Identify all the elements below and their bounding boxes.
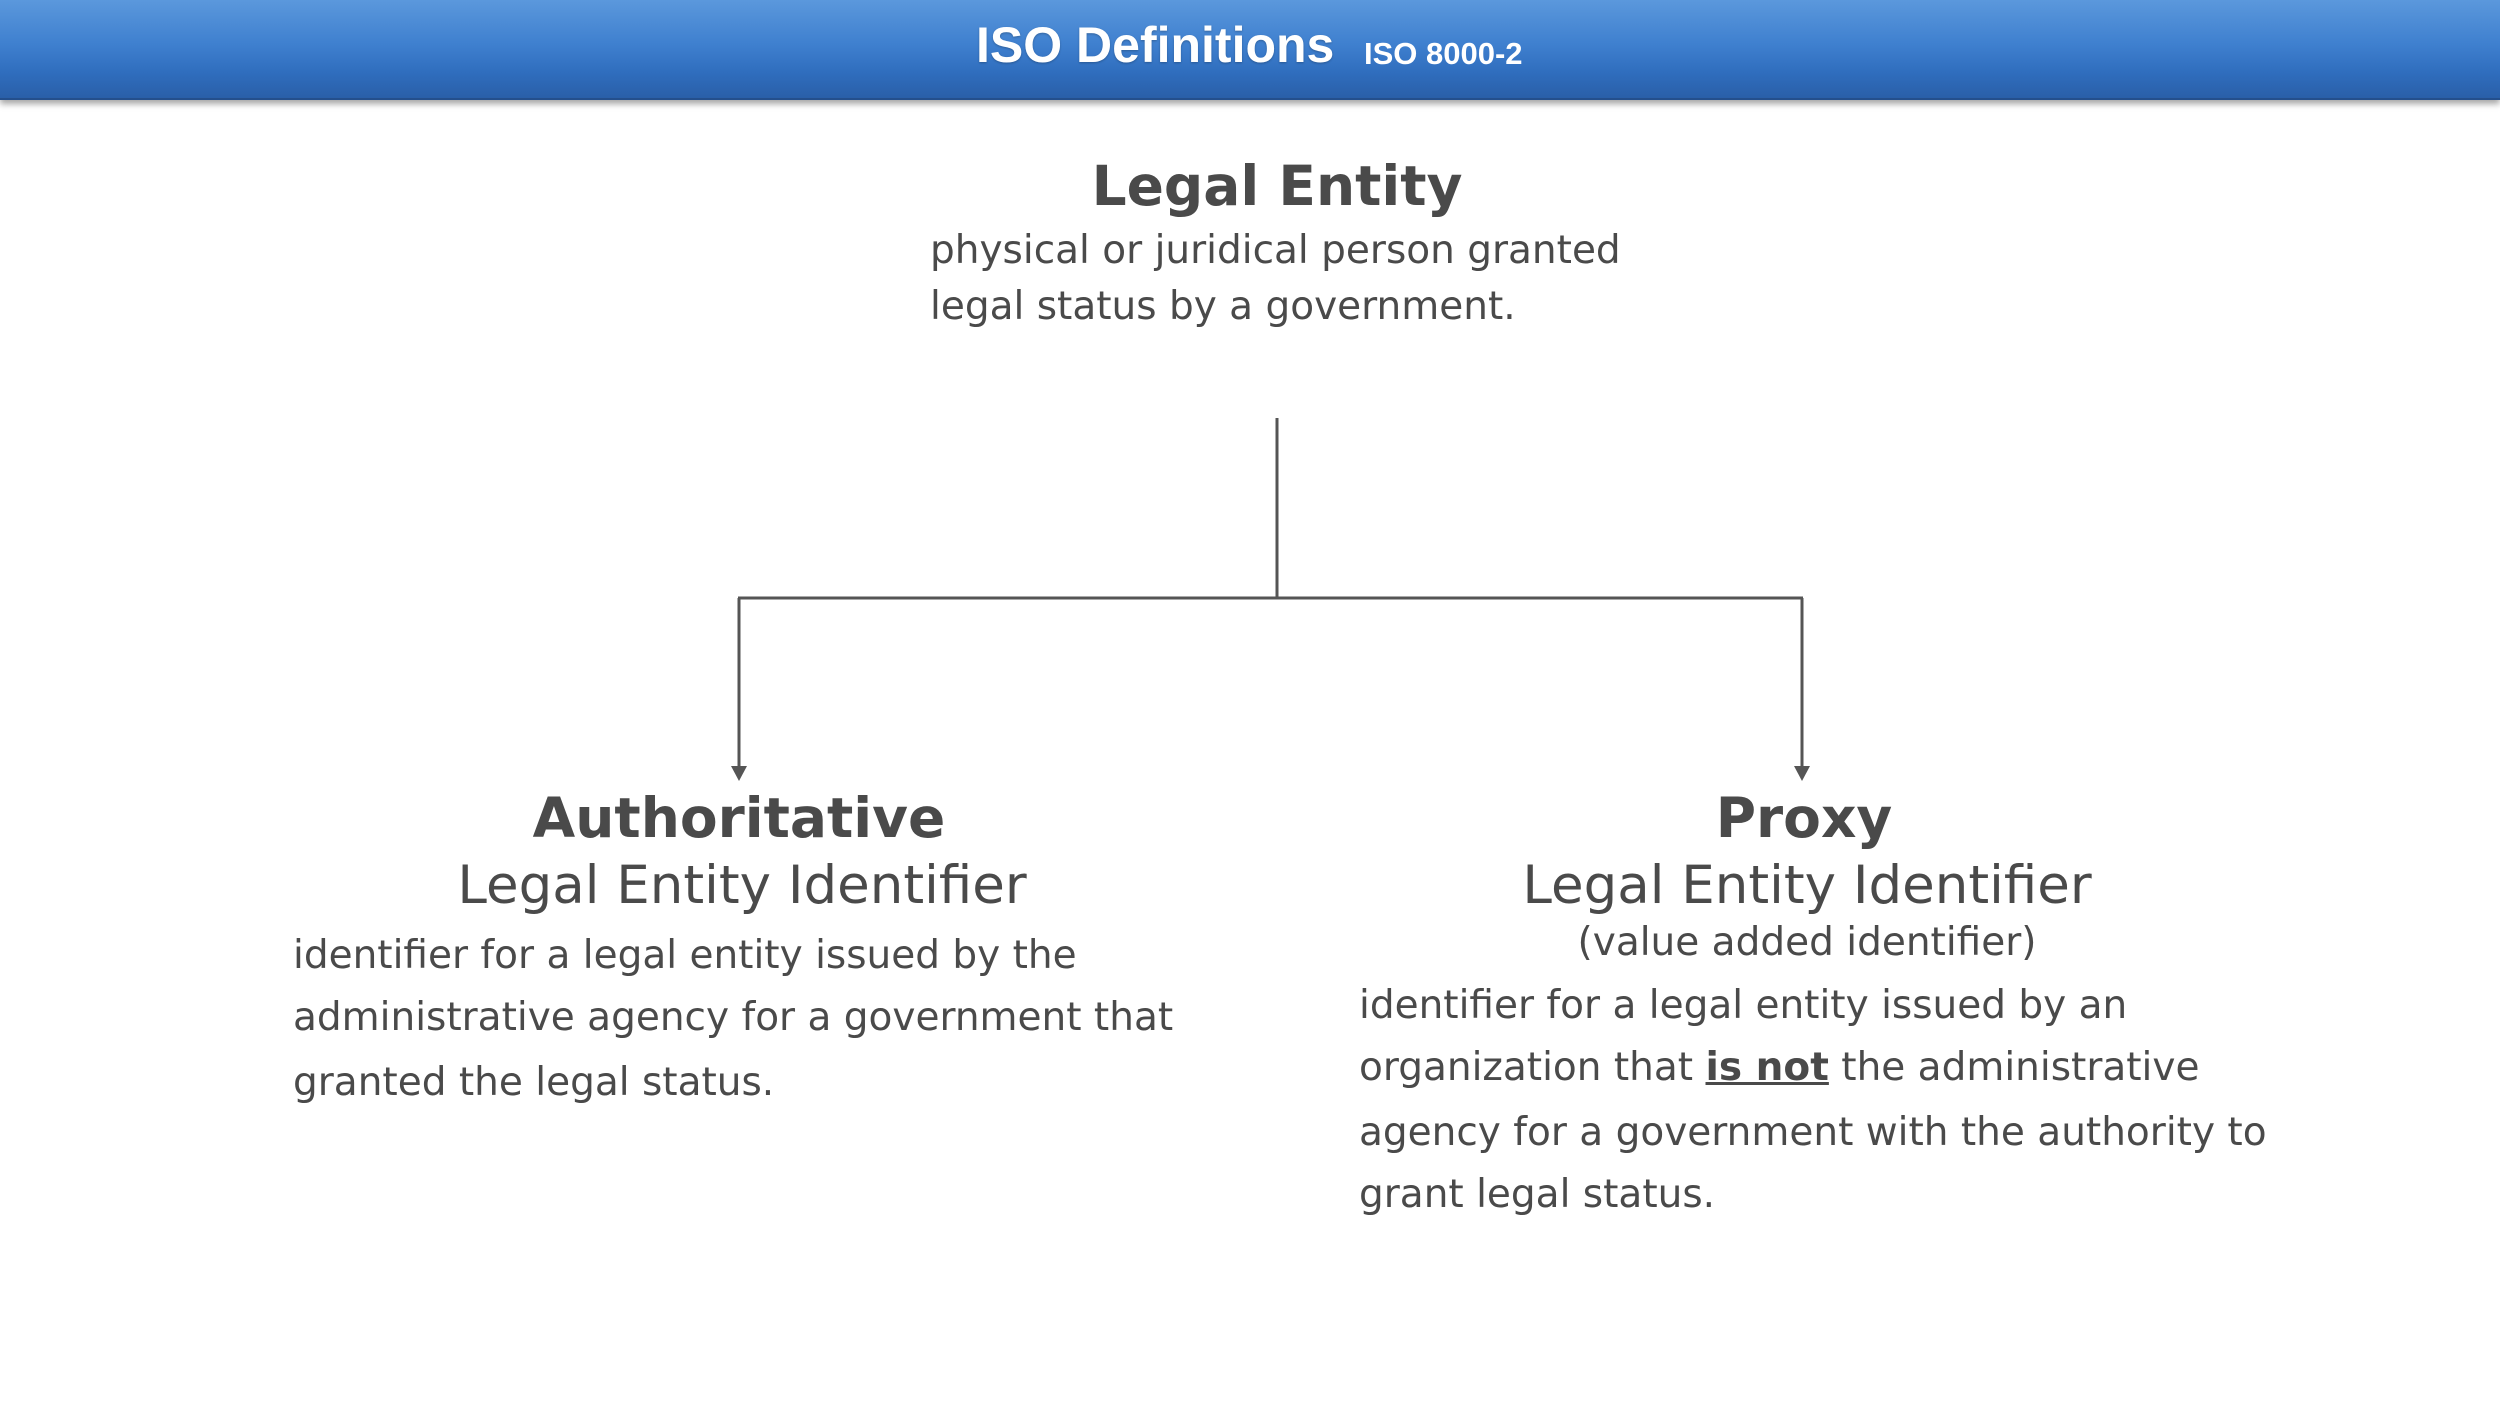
header-bar: ISO Definitions ISO 8000-2 bbox=[0, 0, 2500, 100]
proxy-definition-line-1: identifier for a legal entity issued by … bbox=[1359, 983, 2128, 1028]
header-subtitle: ISO 8000-2 bbox=[1364, 36, 1523, 71]
authoritative-subtitle: Legal Entity Identifier bbox=[457, 855, 1027, 916]
authoritative-title: Authoritative bbox=[532, 786, 946, 850]
proxy-definition-emphasis: is not bbox=[1705, 1045, 1829, 1090]
proxy-definition-line-3: agency for a government with the authori… bbox=[1359, 1110, 2267, 1155]
authoritative-arrowhead bbox=[731, 766, 747, 781]
proxy-definition-line-4: grant legal status. bbox=[1359, 1172, 1716, 1217]
proxy-definition-line-2-end: the administrative bbox=[1828, 1045, 2200, 1090]
proxy-arrowhead bbox=[1794, 766, 1810, 781]
proxy-definition-line-2: organization that is not the administrat… bbox=[1359, 1045, 2199, 1090]
root-definition-line-1: physical or juridical person granted bbox=[930, 228, 1621, 273]
authoritative-definition-line-2: administrative agency for a government t… bbox=[293, 995, 1174, 1040]
root-definition-line-2: legal status by a government. bbox=[930, 284, 1516, 329]
root-title: Legal Entity bbox=[1091, 154, 1463, 218]
proxy-title: Proxy bbox=[1715, 786, 1893, 850]
proxy-subtitle: Legal Entity Identifier bbox=[1522, 855, 2092, 916]
header-title: ISO Definitions bbox=[976, 17, 1335, 73]
authoritative-definition-line-3: granted the legal status. bbox=[293, 1060, 775, 1105]
proxy-definition-line-2-start: organization that bbox=[1359, 1045, 1706, 1090]
authoritative-definition-line-1: identifier for a legal entity issued by … bbox=[293, 933, 1077, 978]
proxy-note: (value added identifier) bbox=[1577, 920, 2037, 965]
